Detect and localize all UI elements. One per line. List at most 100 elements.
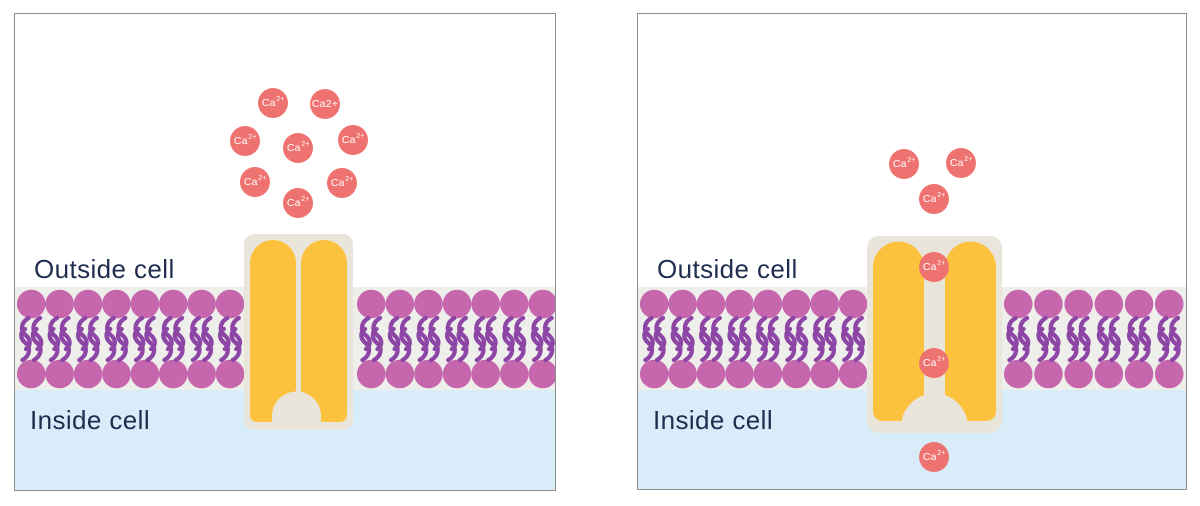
lipid-tail	[1036, 326, 1049, 363]
lipid-head	[753, 289, 783, 319]
ion-label: Ca	[922, 192, 937, 205]
lipid-tail	[229, 326, 242, 363]
phospholipid-bottom	[130, 326, 160, 389]
lipid-head	[102, 289, 131, 319]
lipid-head	[1004, 289, 1033, 319]
lipid-head	[442, 289, 472, 319]
lipid-tail	[1168, 326, 1181, 363]
lipid-tail	[784, 326, 797, 363]
ion-label: Ca	[341, 133, 356, 146]
ion-label: Ca	[286, 141, 301, 154]
lipid-tail	[399, 326, 412, 363]
lipid-tail	[795, 326, 808, 363]
lipid-tail	[30, 326, 43, 363]
phospholipid-bottom	[1034, 326, 1063, 389]
inside-cell-label: Inside cell	[30, 405, 151, 435]
lipid-tail	[542, 326, 555, 363]
lipid-tail	[1108, 326, 1121, 363]
lipid-head	[753, 359, 783, 389]
lipid-tail	[530, 326, 543, 363]
lipid-head	[725, 359, 754, 389]
lipid-head	[810, 359, 839, 389]
lipid-tail	[1078, 326, 1091, 363]
phospholipid-bottom	[357, 326, 386, 389]
membrane-right-section	[357, 289, 555, 389]
lipid-head	[158, 289, 188, 319]
ion-label: Ca	[286, 196, 301, 209]
phospholipid-bottom	[528, 326, 555, 389]
lipid-head	[696, 359, 726, 389]
lipid-tail	[1066, 326, 1079, 363]
phospholipid-bottom	[1004, 326, 1033, 389]
lipid-tail	[161, 326, 174, 363]
lipid-head	[838, 359, 868, 389]
outside-cell-label: Outside cell	[34, 254, 175, 284]
ion-charge-superscript: 2+	[937, 192, 946, 199]
membrane-left-section	[640, 289, 868, 389]
lipid-head	[1064, 289, 1093, 319]
phospholipid-bottom	[442, 326, 472, 389]
lipid-tail	[840, 326, 853, 363]
lipid-head	[1124, 359, 1154, 389]
ion-label: Ca	[330, 176, 345, 189]
channel-protein-left-lobe	[250, 240, 296, 422]
lipid-tail	[502, 326, 515, 363]
phospholipid-bottom	[781, 326, 811, 389]
lipid-head	[528, 359, 555, 389]
lipid-tail	[755, 326, 768, 363]
lipid-head	[640, 359, 669, 389]
inside-cell-label: Inside cell	[653, 405, 774, 435]
phospholipid-bottom	[499, 326, 529, 389]
ion-label: Ca	[233, 134, 248, 147]
calcium-ion: Ca2+	[310, 89, 340, 119]
lipid-tail	[670, 326, 683, 363]
lipid-tail	[427, 326, 440, 363]
ion-charge-superscript: 2+	[907, 157, 916, 164]
phospholipid-bottom	[187, 326, 216, 389]
lipid-tail	[47, 326, 60, 363]
lipid-head	[102, 359, 131, 389]
lipid-tail	[59, 326, 72, 363]
lipid-tail	[359, 326, 372, 363]
lipid-head	[668, 289, 697, 319]
ion-charge-superscript: 2+	[356, 133, 365, 140]
lipid-head	[1034, 359, 1063, 389]
lipid-head	[1094, 289, 1124, 319]
phospholipid-bottom	[385, 326, 415, 389]
lipid-tail	[1017, 326, 1030, 363]
lipid-tail	[1126, 326, 1139, 363]
lipid-head	[130, 289, 160, 319]
lipid-head	[158, 359, 188, 389]
channel-protein-right-lobe	[945, 241, 996, 421]
phospholipid-bottom	[73, 326, 103, 389]
lipid-tail	[189, 326, 202, 363]
ion-charge-superscript: 2+	[301, 141, 310, 148]
phospholipid-bottom	[17, 326, 46, 389]
phospholipid-bottom	[640, 326, 669, 389]
lipid-head	[442, 359, 472, 389]
lipid-head	[1154, 289, 1184, 319]
ion-label: Ca2+	[311, 97, 339, 110]
channel-gate-notch	[901, 393, 968, 433]
lipid-head	[781, 289, 811, 319]
outside-cell-label: Outside cell	[657, 254, 798, 284]
lipid-tail	[132, 326, 145, 363]
ion-channel-closed	[244, 234, 353, 430]
phospholipid-bottom	[471, 326, 500, 389]
ion-channel-open	[867, 236, 1002, 433]
lipid-tail	[727, 326, 740, 363]
lipid-tail	[710, 326, 723, 363]
lipid-head	[471, 289, 500, 319]
phospholipid-bottom	[215, 326, 245, 389]
lipid-head	[357, 289, 386, 319]
lipid-head	[810, 289, 839, 319]
lipid-head	[471, 359, 500, 389]
lipid-tail	[1006, 326, 1019, 363]
